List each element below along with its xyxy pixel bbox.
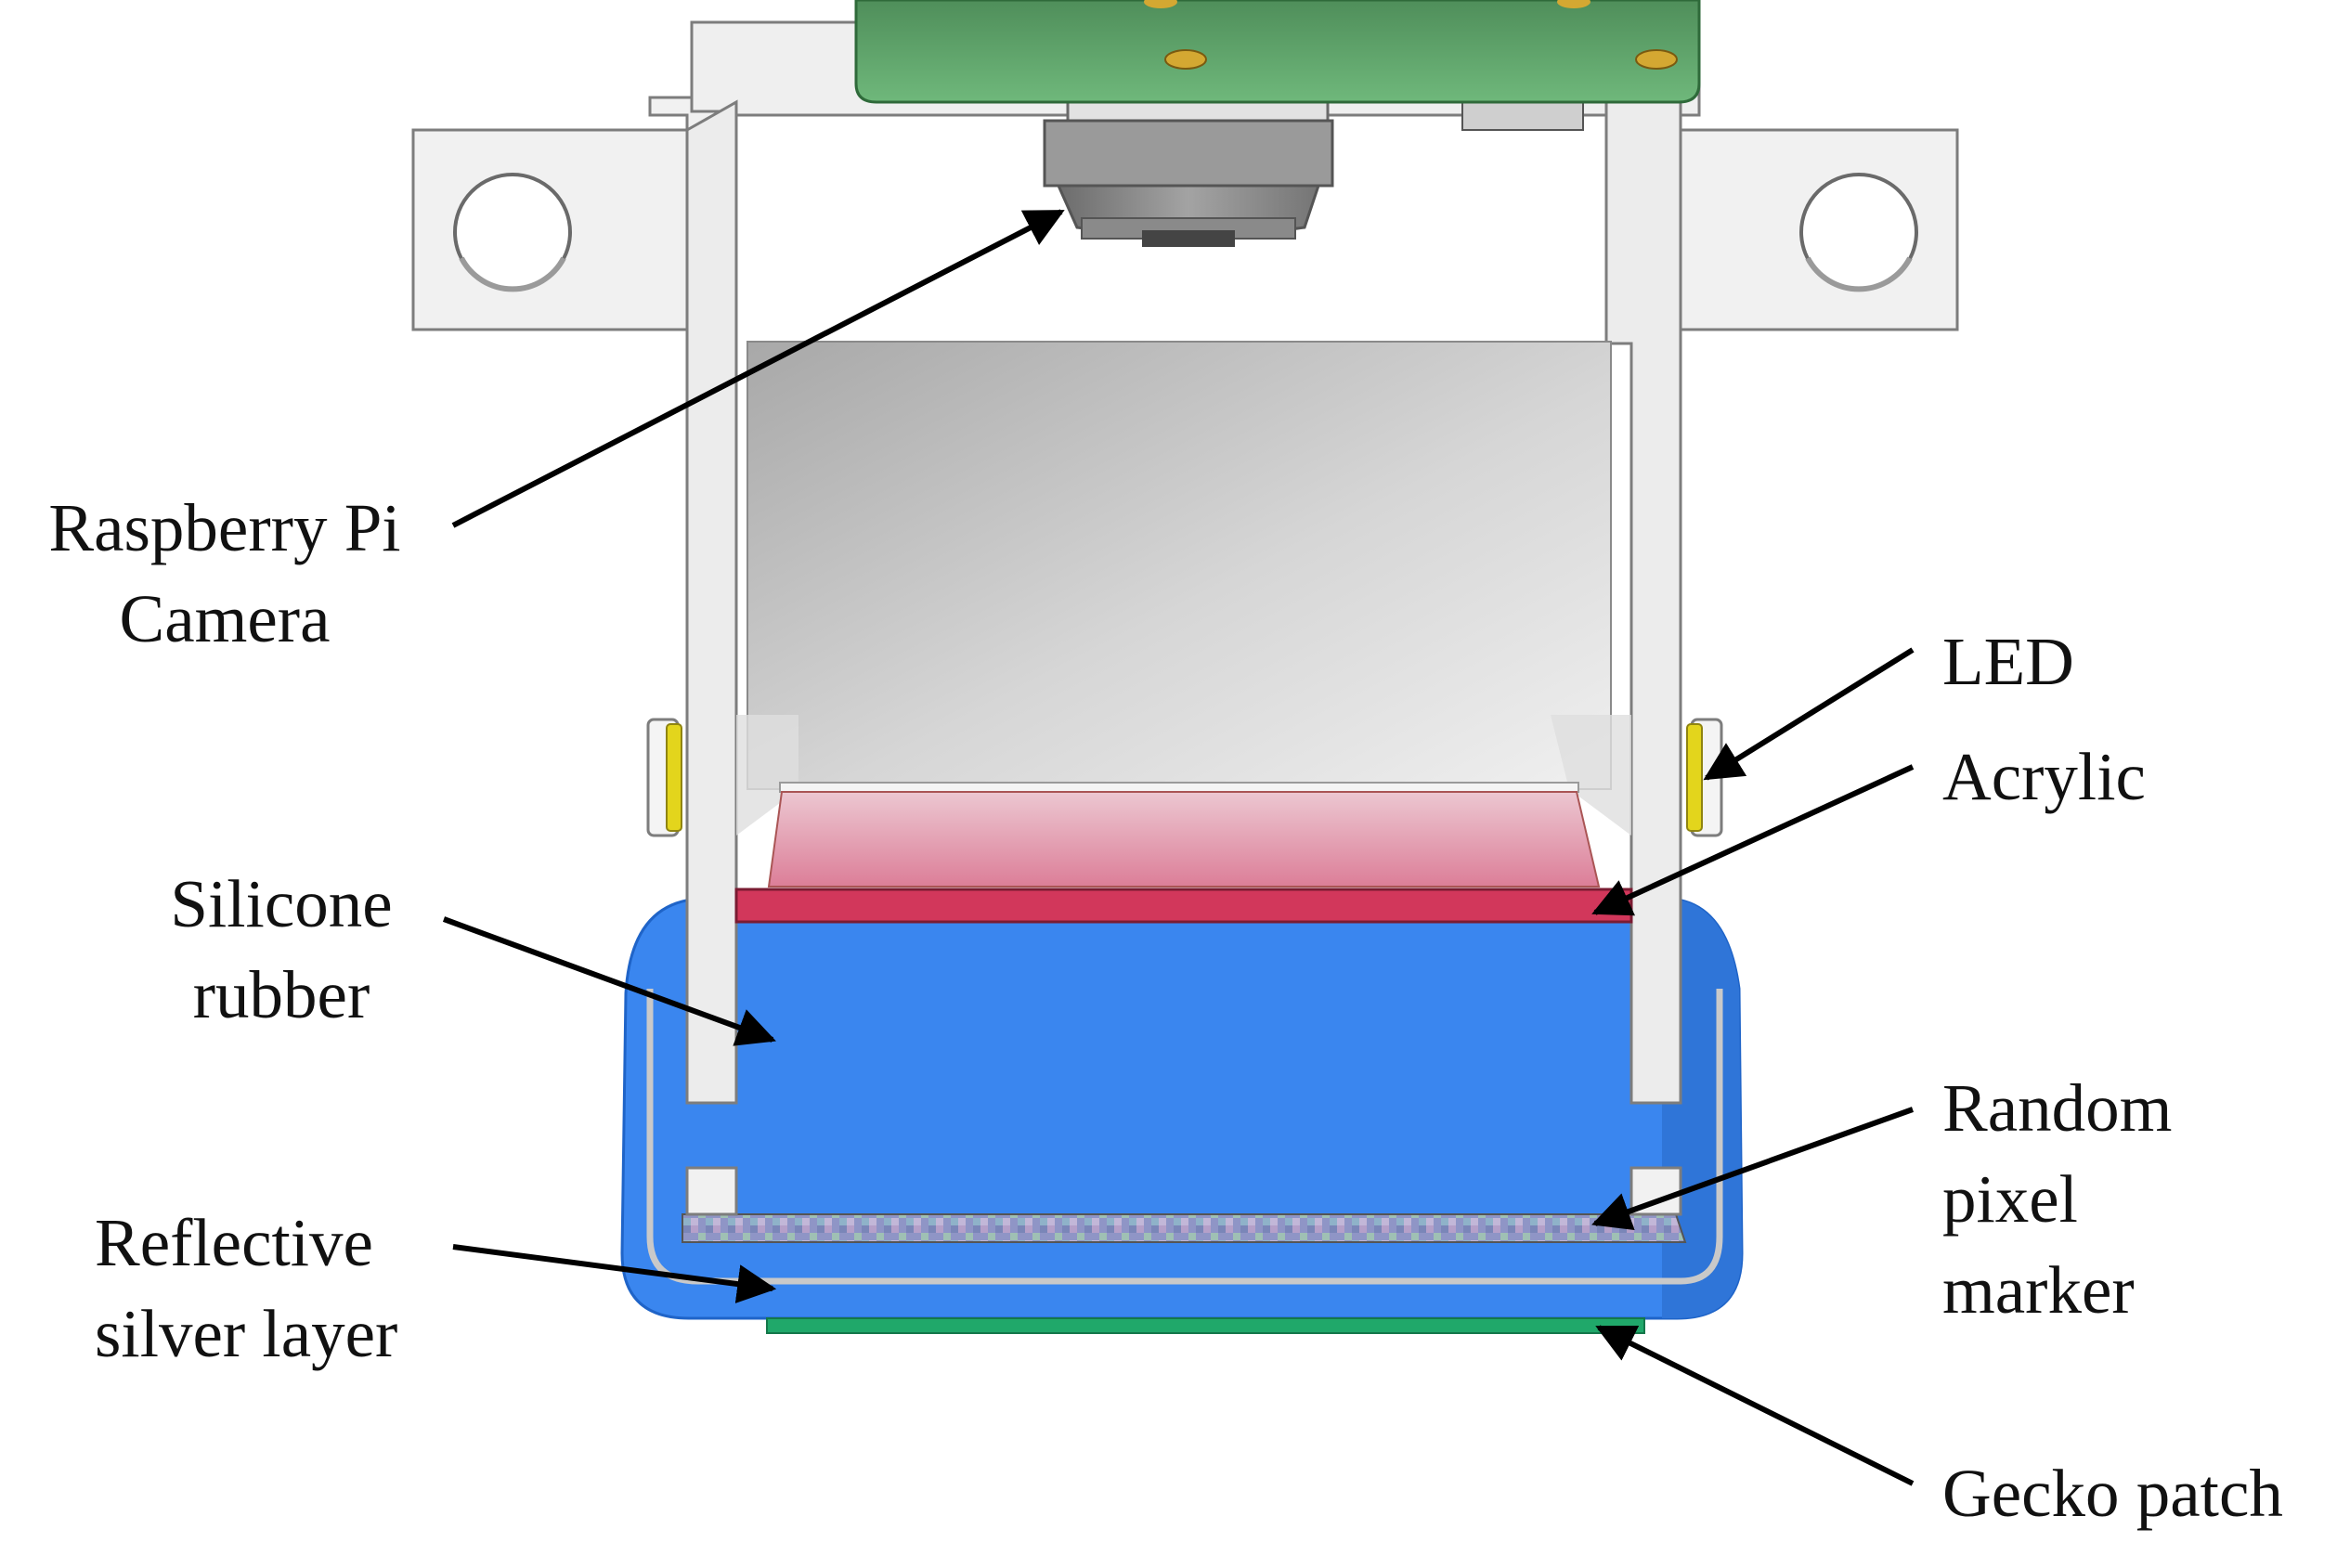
chamber-ledge	[779, 782, 1579, 793]
arrow-camera	[451, 209, 1065, 528]
arrow-marker	[1591, 1107, 1915, 1230]
arrow-silicone	[442, 916, 776, 1046]
chamber-floor-right	[1551, 715, 1631, 836]
label-silicone-line1: Silicone	[170, 866, 393, 941]
random-pixel-marker	[682, 1213, 1687, 1243]
arrows	[442, 209, 1915, 1486]
raspberry-pi-camera	[1043, 98, 1584, 247]
label-camera-line2: Camera	[119, 581, 331, 656]
label-marker: Random pixel marker	[1942, 1063, 2172, 1336]
silicone-rubber-body	[620, 897, 1744, 1320]
label-reflective: Reflective silver layer	[95, 1198, 397, 1380]
label-reflective-line1: Reflective	[95, 1205, 373, 1280]
label-silicone: Silicone rubber	[137, 859, 425, 1041]
gecko-patch	[766, 1317, 1645, 1334]
label-camera: Raspberry Pi Camera	[20, 483, 429, 665]
arrow-acrylic	[1591, 764, 1915, 916]
frame-left-leg	[685, 99, 738, 1105]
arrow-reflective	[452, 1244, 777, 1303]
label-silicone-line2: rubber	[192, 957, 370, 1032]
label-marker-line2: pixel	[1942, 1161, 2078, 1237]
label-gecko: Gecko patch	[1942, 1456, 2283, 1531]
label-camera-line1: Raspberry Pi	[48, 490, 401, 565]
label-acrylic: Acrylic	[1942, 739, 2146, 814]
frame-left-foot	[685, 1166, 738, 1216]
label-reflective-line2: silver layer	[95, 1296, 398, 1371]
led-right	[1686, 718, 1723, 837]
label-marker-line1: Random	[1942, 1070, 2173, 1146]
arrow-gecko	[1595, 1325, 1915, 1486]
reflective-silver-layer	[646, 989, 1723, 1285]
camera-pcb	[854, 0, 1701, 104]
optical-chamber	[747, 341, 1612, 790]
arrow-led	[1703, 647, 1915, 781]
led-left	[646, 718, 682, 837]
acrylic-plate-top	[767, 791, 1601, 888]
label-marker-line3: marker	[1942, 1252, 2135, 1328]
acrylic-plate	[734, 888, 1633, 924]
chamber-floor-left	[736, 715, 798, 836]
label-led: LED	[1942, 624, 2074, 699]
